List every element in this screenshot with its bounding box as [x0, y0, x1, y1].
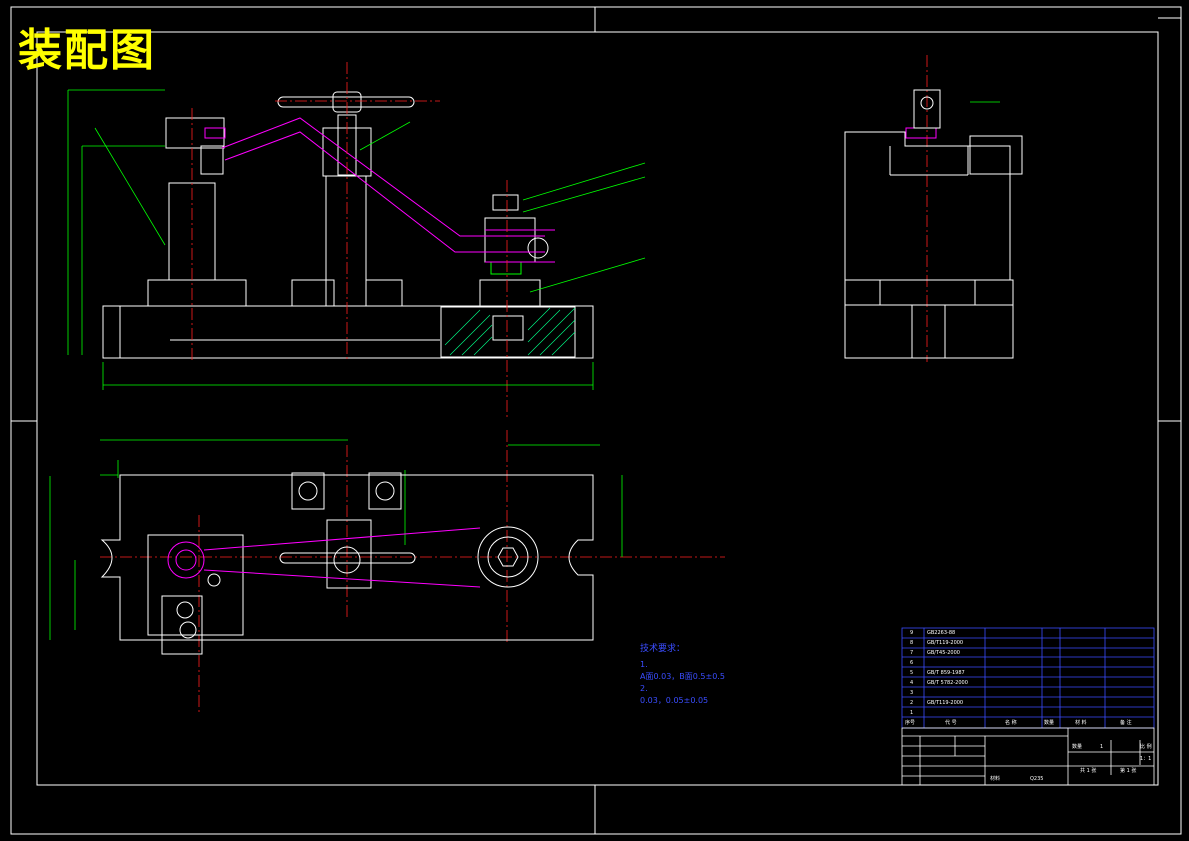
parts-row-8-code: GB/T119-2000 [927, 640, 964, 646]
hatching [444, 307, 576, 356]
drawing-title: 装配图 [18, 25, 156, 76]
tech-line-4: 0.03，0.05±0.05 [640, 696, 709, 705]
sheet-of: 共 1 张 [1080, 768, 1097, 774]
parts-row-3-no: 3 [910, 690, 914, 696]
parts-row-1-no: 1 [910, 710, 914, 716]
side-view [844, 89, 1023, 359]
parts-row-7-no: 7 [910, 650, 914, 656]
tech-heading: 技术要求： [640, 644, 686, 654]
parts-row-9-code: GB2263-88 [927, 630, 956, 636]
title-block-grid [901, 727, 1155, 786]
parts-row-6-no: 6 [910, 660, 914, 666]
technical-requirements: 技术要求： 1. A面0.03，B面0.5±0.5 2. 0.03，0.05±0… [640, 643, 725, 707]
parts-row-7-code: GB/T45-2000 [927, 650, 960, 656]
parts-header-code: 代 号 [945, 720, 957, 726]
drawing-frame [10, 6, 1182, 835]
parts-row-8-no: 8 [910, 640, 914, 646]
scale-label: 比 例 [1140, 744, 1152, 750]
parts-row-2-code: GB/T119-2000 [927, 700, 964, 706]
parts-row-4-no: 4 [910, 680, 914, 686]
tech-line-2: A面0.03，B面0.5±0.5 [640, 672, 725, 681]
parts-row-9-no: 9 [910, 630, 914, 636]
top-view [100, 472, 594, 655]
tech-line-1: 1. [640, 660, 648, 669]
parts-table-grid [901, 627, 1155, 729]
parts-row-5-no: 5 [910, 670, 914, 676]
material-value: Q235 [1030, 776, 1044, 782]
top-view-arms [203, 527, 481, 588]
sheet-no: 第 1 张 [1120, 768, 1137, 774]
parts-header-no: 序号 [905, 720, 916, 726]
quantity-value: 1 [1100, 744, 1104, 750]
parts-row-2-no: 2 [910, 700, 914, 706]
parts-row-5-code: GB/T 859-1987 [927, 670, 965, 676]
parts-row-4-code: GB/T 5782-2000 [927, 680, 968, 686]
tech-line-3: 2. [640, 684, 648, 693]
dimension-lines [49, 89, 1000, 640]
material-label: 材料 [990, 776, 1001, 782]
parts-header-name: 名 称 [1005, 720, 1017, 726]
quantity-label: 数量 [1072, 744, 1083, 750]
parts-header-notes: 备 注 [1120, 720, 1132, 726]
parts-header-material: 材 料 [1075, 720, 1087, 726]
parts-header-qty: 数量 [1044, 720, 1055, 726]
front-view [102, 91, 594, 359]
scale-value: 1：1 [1140, 756, 1152, 762]
highlight-features [204, 117, 937, 263]
